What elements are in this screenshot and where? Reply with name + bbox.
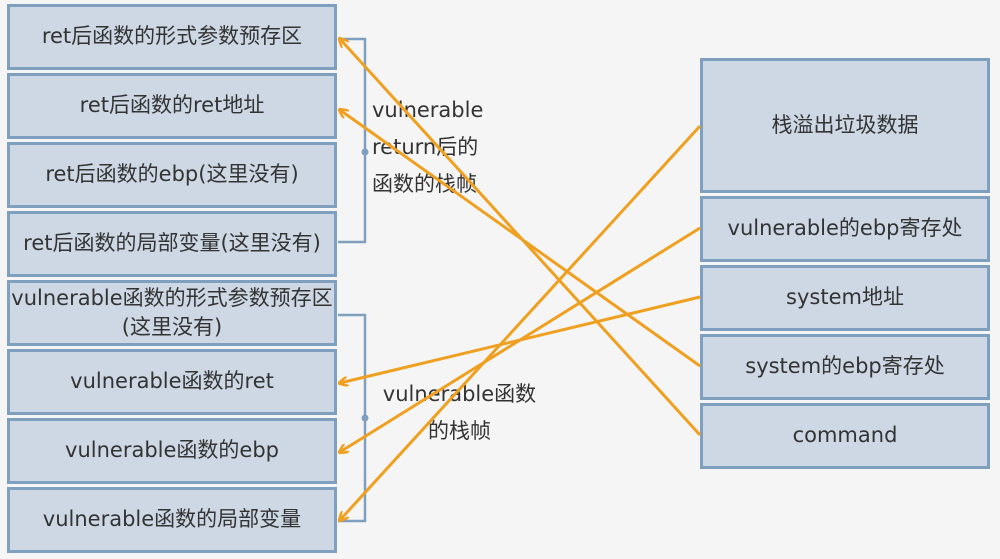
left-box-vuln-func-ebp: vulnerable函数的ebp bbox=[7, 418, 337, 484]
right-box-system-ebp-slot: system的ebp寄存处 bbox=[700, 334, 990, 400]
left-box-ret-func-locals: ret后函数的局部变量(这里没有) bbox=[7, 211, 337, 277]
bracket-lower bbox=[338, 313, 369, 523]
right-box-command: command bbox=[700, 403, 990, 469]
left-box-ret-func-params: ret后函数的形式参数预存区 bbox=[7, 4, 337, 70]
left-box-vuln-func-locals: vulnerable函数的局部变量 bbox=[7, 487, 337, 553]
right-box-junk-data: 栈溢出垃圾数据 bbox=[700, 58, 990, 193]
arrow-junk-to-vuln-locals bbox=[340, 124, 702, 520]
right-box-system-addr: system地址 bbox=[700, 265, 990, 331]
arrow-system-ebp-to-ret-func-ret-addr bbox=[340, 110, 701, 368]
bracket-upper bbox=[338, 37, 369, 244]
left-box-ret-func-ebp: ret后函数的ebp(这里没有) bbox=[7, 142, 337, 208]
bracket-label-upper: vulnerable return后的 函数的栈帧 bbox=[372, 98, 484, 196]
bracket-label-lower: vulnerable函数 的栈帧 bbox=[382, 382, 537, 443]
right-box-vuln-ebp-slot: vulnerable的ebp寄存处 bbox=[700, 196, 990, 262]
left-box-vuln-func-ret: vulnerable函数的ret bbox=[7, 349, 337, 415]
arrow-vuln-ebp-slot-to-vuln-ebp bbox=[340, 226, 701, 452]
left-box-ret-func-ret-addr: ret后函数的ret地址 bbox=[7, 73, 337, 139]
left-box-vuln-func-params: vulnerable函数的形式参数预存区(这里没有) bbox=[7, 280, 337, 346]
